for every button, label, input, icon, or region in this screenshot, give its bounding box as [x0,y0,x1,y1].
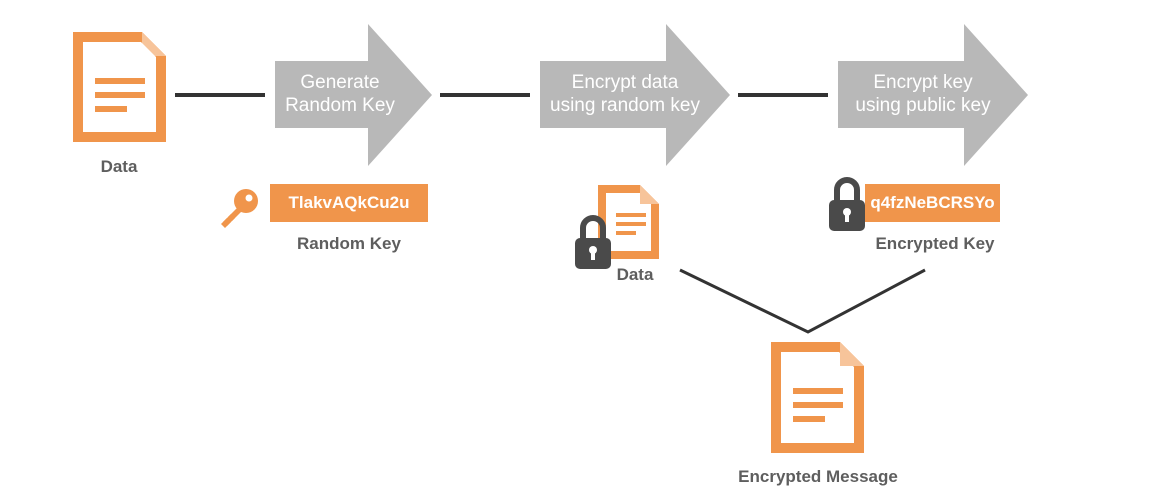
step-1-label: Generate Random Key [275,71,405,117]
step-arrow-encrypt-key [838,24,1028,166]
encrypted-message-label: Encrypted Message [738,467,898,486]
encrypted-data-label: Data [616,265,654,284]
encrypted-key-value: q4fzNeBCRSYo [865,184,1000,222]
step-2-line1: Encrypt data [571,72,679,93]
message-document-icon [771,342,864,453]
random-key-value: TlakvAQkCu2u [270,184,428,222]
step-3-line2: using public key [855,95,991,116]
key-icon [221,189,258,228]
merge-lines [679,268,926,334]
step-arrow-generate [275,24,432,166]
document-icon [73,32,166,142]
step-1-line1: Generate [300,72,380,93]
step-arrow-encrypt-data [540,24,730,166]
encrypted-document-icon [598,185,659,259]
step-1-line2: Random Key [285,95,395,116]
step-3-line1: Encrypt key [873,72,973,93]
lock-icon [575,215,611,269]
encrypted-key-label: Encrypted Key [875,234,995,253]
step-2-label: Encrypt data using random key [540,71,710,117]
data-label: Data [100,157,138,176]
lock-icon [829,177,865,231]
step-2-line2: using random key [550,95,700,116]
step-3-label: Encrypt key using public key [838,71,1008,117]
random-key-label: Random Key [297,234,401,253]
